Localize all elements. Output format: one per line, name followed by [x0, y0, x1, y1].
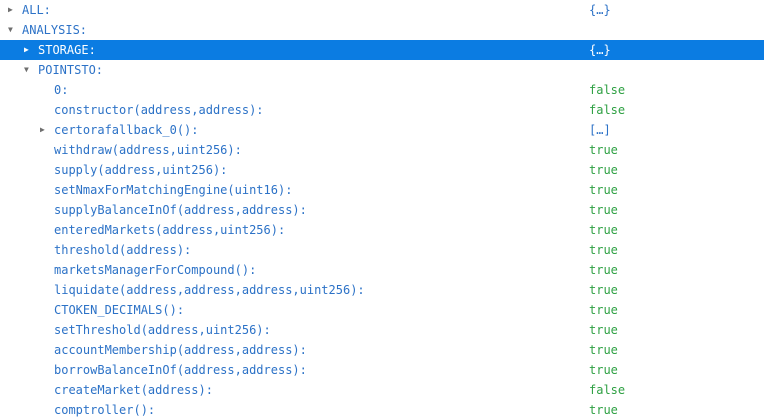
- tree-node-value: true: [589, 243, 618, 257]
- tree-row[interactable]: supplyBalanceInOf(address,address): true: [0, 200, 764, 220]
- tree-row[interactable]: constructor(address,address): false: [0, 100, 764, 120]
- tree-row[interactable]: createMarket(address): false: [0, 380, 764, 400]
- tree-node-value: true: [589, 223, 618, 237]
- tree-node-label: CTOKEN_DECIMALS():: [54, 303, 185, 317]
- tree-row[interactable]: setThreshold(address,uint256): true: [0, 320, 764, 340]
- tree-node-label: marketsManagerForCompound():: [54, 263, 257, 277]
- tree-row[interactable]: liquidate(address,address,address,uint25…: [0, 280, 764, 300]
- tree-row[interactable]: marketsManagerForCompound(): true: [0, 260, 764, 280]
- tree-node-label: constructor(address,address):: [54, 103, 264, 117]
- tree-node-label: comptroller():: [54, 403, 156, 417]
- tree-node-label: liquidate(address,address,address,uint25…: [54, 283, 365, 297]
- tree-node-value: false: [589, 383, 626, 397]
- tree-row[interactable]: comptroller(): true: [0, 400, 764, 420]
- tree-row[interactable]: ▶ ALL: {…}: [0, 0, 764, 20]
- tree-node-label: 0:: [54, 83, 69, 97]
- tree-node-label: setThreshold(address,uint256):: [54, 323, 271, 337]
- tree-node-label: ANALYSIS:: [22, 23, 88, 37]
- tree-node-label: supplyBalanceInOf(address,address):: [54, 203, 307, 217]
- tree-row[interactable]: threshold(address): true: [0, 240, 764, 260]
- tree-row[interactable]: ▼ ANALYSIS:: [0, 20, 764, 40]
- tree-node-label: accountMembership(address,address):: [54, 343, 307, 357]
- tree-node-label: STORAGE:: [38, 43, 96, 57]
- tree-node-value: true: [589, 183, 618, 197]
- tree-node-value: true: [589, 203, 618, 217]
- tree-node-label: ALL:: [22, 3, 51, 17]
- chevron-right-icon[interactable]: ▶: [8, 5, 13, 14]
- tree-node-value: true: [589, 323, 618, 337]
- tree-node-value: true: [589, 403, 618, 417]
- tree-row[interactable]: enteredMarkets(address,uint256): true: [0, 220, 764, 240]
- tree-node-value: {…}: [589, 43, 611, 57]
- tree-node-value: false: [589, 103, 626, 117]
- tree-node-value: true: [589, 143, 618, 157]
- tree-row[interactable]: withdraw(address,uint256): true: [0, 140, 764, 160]
- tree-node-label: POINTSTO:: [38, 63, 104, 77]
- tree-node-label: createMarket(address):: [54, 383, 213, 397]
- tree-row[interactable]: borrowBalanceInOf(address,address): true: [0, 360, 764, 380]
- tree-row[interactable]: 0: false: [0, 80, 764, 100]
- tree-node-value: true: [589, 363, 618, 377]
- tree-node-value: {…}: [589, 3, 611, 17]
- chevron-down-icon[interactable]: ▼: [8, 25, 13, 34]
- tree-row[interactable]: ▶ STORAGE: {…}: [0, 40, 764, 60]
- tree-node-value: true: [589, 163, 618, 177]
- tree-node-value: […]: [589, 123, 611, 137]
- tree-node-label: borrowBalanceInOf(address,address):: [54, 363, 307, 377]
- tree-node-label: threshold(address):: [54, 243, 192, 257]
- tree-row[interactable]: supply(address,uint256): true: [0, 160, 764, 180]
- tree-row[interactable]: accountMembership(address,address): true: [0, 340, 764, 360]
- tree-row[interactable]: ▶ certorafallback_0(): […]: [0, 120, 764, 140]
- tree-node-label: certorafallback_0():: [54, 123, 199, 137]
- tree-node-value: false: [589, 83, 626, 97]
- tree-node-label: supply(address,uint256):: [54, 163, 228, 177]
- tree-node-value: true: [589, 303, 618, 317]
- tree-node-value: true: [589, 343, 618, 357]
- tree-row[interactable]: ▼ POINTSTO:: [0, 60, 764, 80]
- tree-node-label: withdraw(address,uint256):: [54, 143, 242, 157]
- tree-node-value: true: [589, 283, 618, 297]
- tree-row[interactable]: CTOKEN_DECIMALS(): true: [0, 300, 764, 320]
- chevron-down-icon[interactable]: ▼: [24, 65, 29, 74]
- chevron-right-icon[interactable]: ▶: [40, 125, 45, 134]
- tree-node-label: setNmaxForMatchingEngine(uint16):: [54, 183, 293, 197]
- tree-node-value: true: [589, 263, 618, 277]
- chevron-right-icon[interactable]: ▶: [24, 45, 29, 54]
- tree-row[interactable]: setNmaxForMatchingEngine(uint16): true: [0, 180, 764, 200]
- tree-node-label: enteredMarkets(address,uint256):: [54, 223, 286, 237]
